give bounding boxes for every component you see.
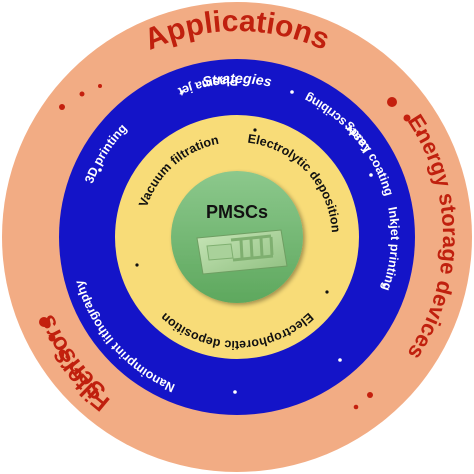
outer-decorative-dots [39,84,422,410]
inner-separator-dots [135,128,329,294]
middle-title: Strategies [201,70,273,90]
middle-separator-dots [98,90,386,394]
svg-text:Strategies: Strategies [201,70,273,90]
center-title: PMSCs [206,202,268,222]
interdigitated-electrode-icon [196,229,288,275]
